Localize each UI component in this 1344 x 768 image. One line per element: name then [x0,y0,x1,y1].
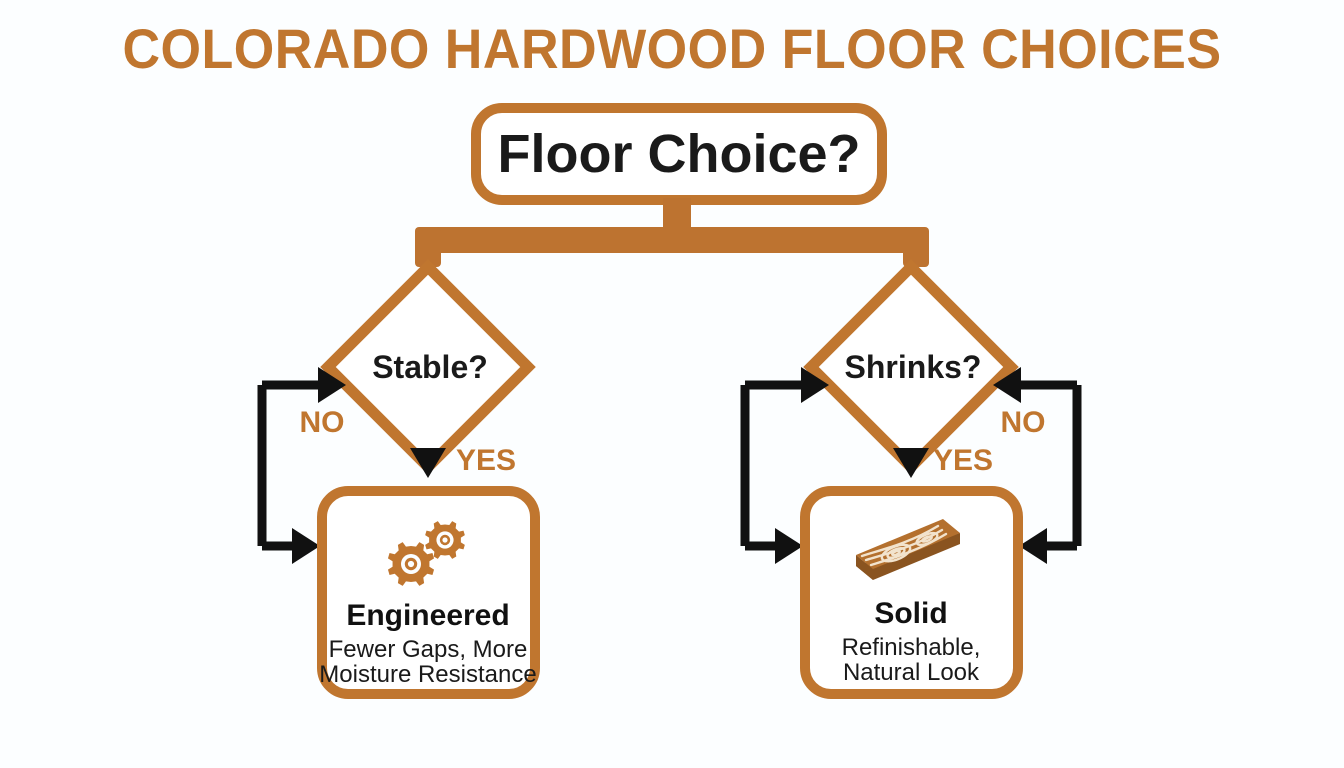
page-title: COLORADO HARDWOOD FLOOR CHOICES [122,18,1221,80]
engineered-subtitle-line1: Fewer Gaps, More [329,636,528,663]
stable-no-label: NO [300,406,345,439]
splitter-bar [415,227,929,253]
engineered-title: Engineered [346,599,509,632]
stable-no-loop: NO [257,367,346,564]
shrinks-yes-label: YES [933,444,993,477]
shrinks-yes-arrow: YES [893,444,993,478]
shrinks-left-bottom-arrowhead [775,528,803,564]
shrinks-no-top-arrowhead [993,367,1021,403]
node-stable-decision[interactable]: Stable? [320,259,536,475]
solid-subtitle-line2: Natural Look [843,659,980,686]
node-shrinks-decision[interactable]: Shrinks? [803,259,1019,475]
solid-title: Solid [874,597,947,630]
splitter-stem [663,198,691,232]
shrinks-left-top-arrowhead [801,367,829,403]
gears-icon [387,521,465,586]
solid-subtitle-line1: Refinishable, [842,634,981,661]
root-node-label: Floor Choice? [498,124,861,184]
node-solid-outcome[interactable]: Solid Refinishable, Natural Look [800,486,1023,699]
plank-grain-lines [860,524,948,567]
stable-no-bottom-arrowhead [292,528,320,564]
shrinks-yes-arrowhead [893,448,929,478]
node-engineered-outcome[interactable]: Engineered Fewer Gaps, More Moisture Res… [317,486,540,699]
shrinks-left-loop [740,367,829,564]
stable-yes-label: YES [456,444,516,477]
node-floor-choice[interactable]: Floor Choice? [471,103,887,205]
engineered-box [317,486,540,699]
plank-side-face [856,533,960,580]
splitter-drop-left [415,227,441,267]
stable-yes-arrowhead [410,448,446,478]
splitter-connector [415,198,929,267]
shrinks-no-label: NO [1001,406,1046,439]
wood-plank-icon [856,519,960,580]
shrinks-no-loop: NO [993,367,1082,564]
splitter-drop-right [903,227,929,267]
shrinks-diamond-label: Shrinks? [845,349,982,385]
shrinks-no-bottom-arrowhead [1019,528,1047,564]
stable-no-top-arrowhead [318,367,346,403]
engineered-subtitle-line2: Moisture Resistance [319,661,536,688]
solid-box [800,486,1023,699]
plank-end-face [856,555,873,580]
stable-yes-arrow: YES [410,444,516,478]
stable-diamond-label: Stable? [372,349,488,385]
